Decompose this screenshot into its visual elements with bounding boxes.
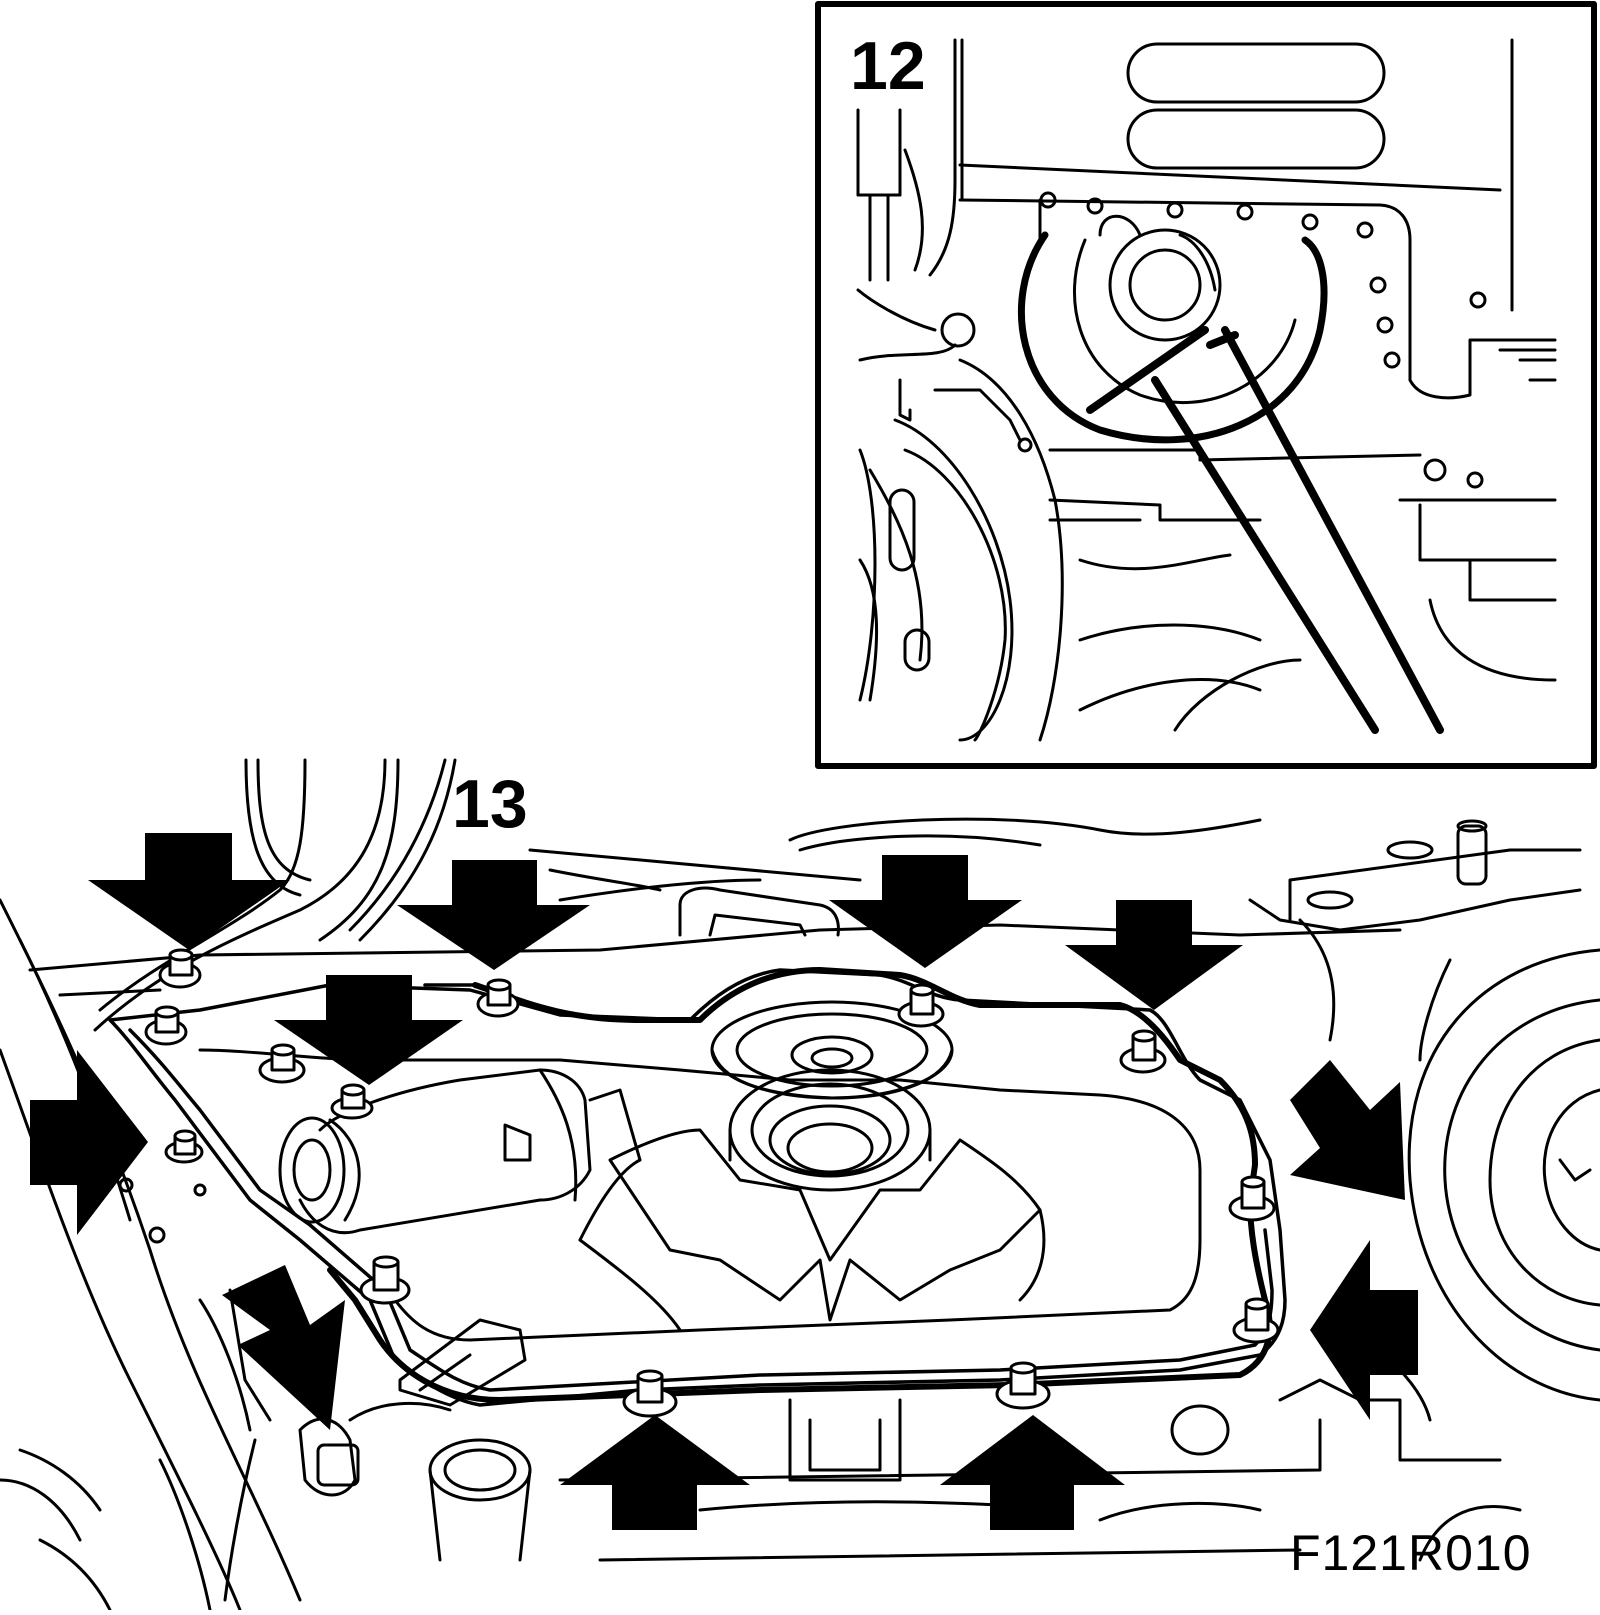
bolt — [330, 1083, 374, 1120]
tensioner — [278, 1068, 642, 1235]
step-13-label: 13 — [452, 766, 528, 842]
arrow-up-bottom-right — [940, 1415, 1125, 1530]
bolt — [359, 1255, 411, 1305]
arrow-down-upper-left — [397, 860, 590, 970]
bolt — [144, 1005, 188, 1046]
inset-frame — [815, 1, 1597, 769]
bolt — [1232, 1297, 1280, 1344]
bolt — [995, 1361, 1051, 1410]
inset-flywheel — [856, 288, 1064, 742]
bolt — [258, 1043, 306, 1084]
inset-holding-tool — [1086, 326, 1444, 734]
inset-top-edge — [958, 163, 1502, 192]
arrow-up-lower-left — [222, 1265, 345, 1430]
step-12-label: 12 — [850, 28, 926, 104]
bolt — [1228, 1175, 1276, 1222]
arrow-right-left-edge — [30, 1050, 148, 1235]
bolt — [622, 1369, 678, 1418]
arrow-down-center — [829, 855, 1022, 968]
center-seal — [728, 1068, 932, 1192]
arrows — [30, 833, 1418, 1530]
inset-plate-holes — [1039, 191, 1487, 489]
bolt — [1119, 1029, 1167, 1074]
arrow-down-top-left — [88, 833, 290, 950]
inset-crank-pulley — [1017, 214, 1328, 444]
arrow-down-center-left — [274, 975, 463, 1085]
main-view — [0, 758, 1600, 1612]
bolt — [897, 983, 945, 1028]
upper-seal — [710, 1000, 954, 1100]
inner-plate — [198, 1048, 1202, 1342]
arrow-up-bottom-center — [560, 1415, 750, 1530]
arrow-down-left-right-side — [1290, 1060, 1405, 1200]
figure-code-label: F121R010 — [1290, 1525, 1532, 1581]
bolt — [158, 948, 202, 989]
inset-slot-1 — [1126, 42, 1386, 104]
arrow-left-right-edge — [1310, 1240, 1418, 1420]
arrow-down-right — [1065, 900, 1243, 1010]
bolt — [164, 1129, 204, 1164]
inset-slot-2 — [1126, 108, 1386, 170]
lower-left-parts — [0, 1288, 532, 1612]
bolts — [144, 948, 1280, 1418]
bolt — [476, 978, 520, 1018]
right-pulley — [1298, 918, 1600, 1402]
inset-tool-tube — [856, 38, 964, 282]
inset-panel — [815, 1, 1597, 769]
